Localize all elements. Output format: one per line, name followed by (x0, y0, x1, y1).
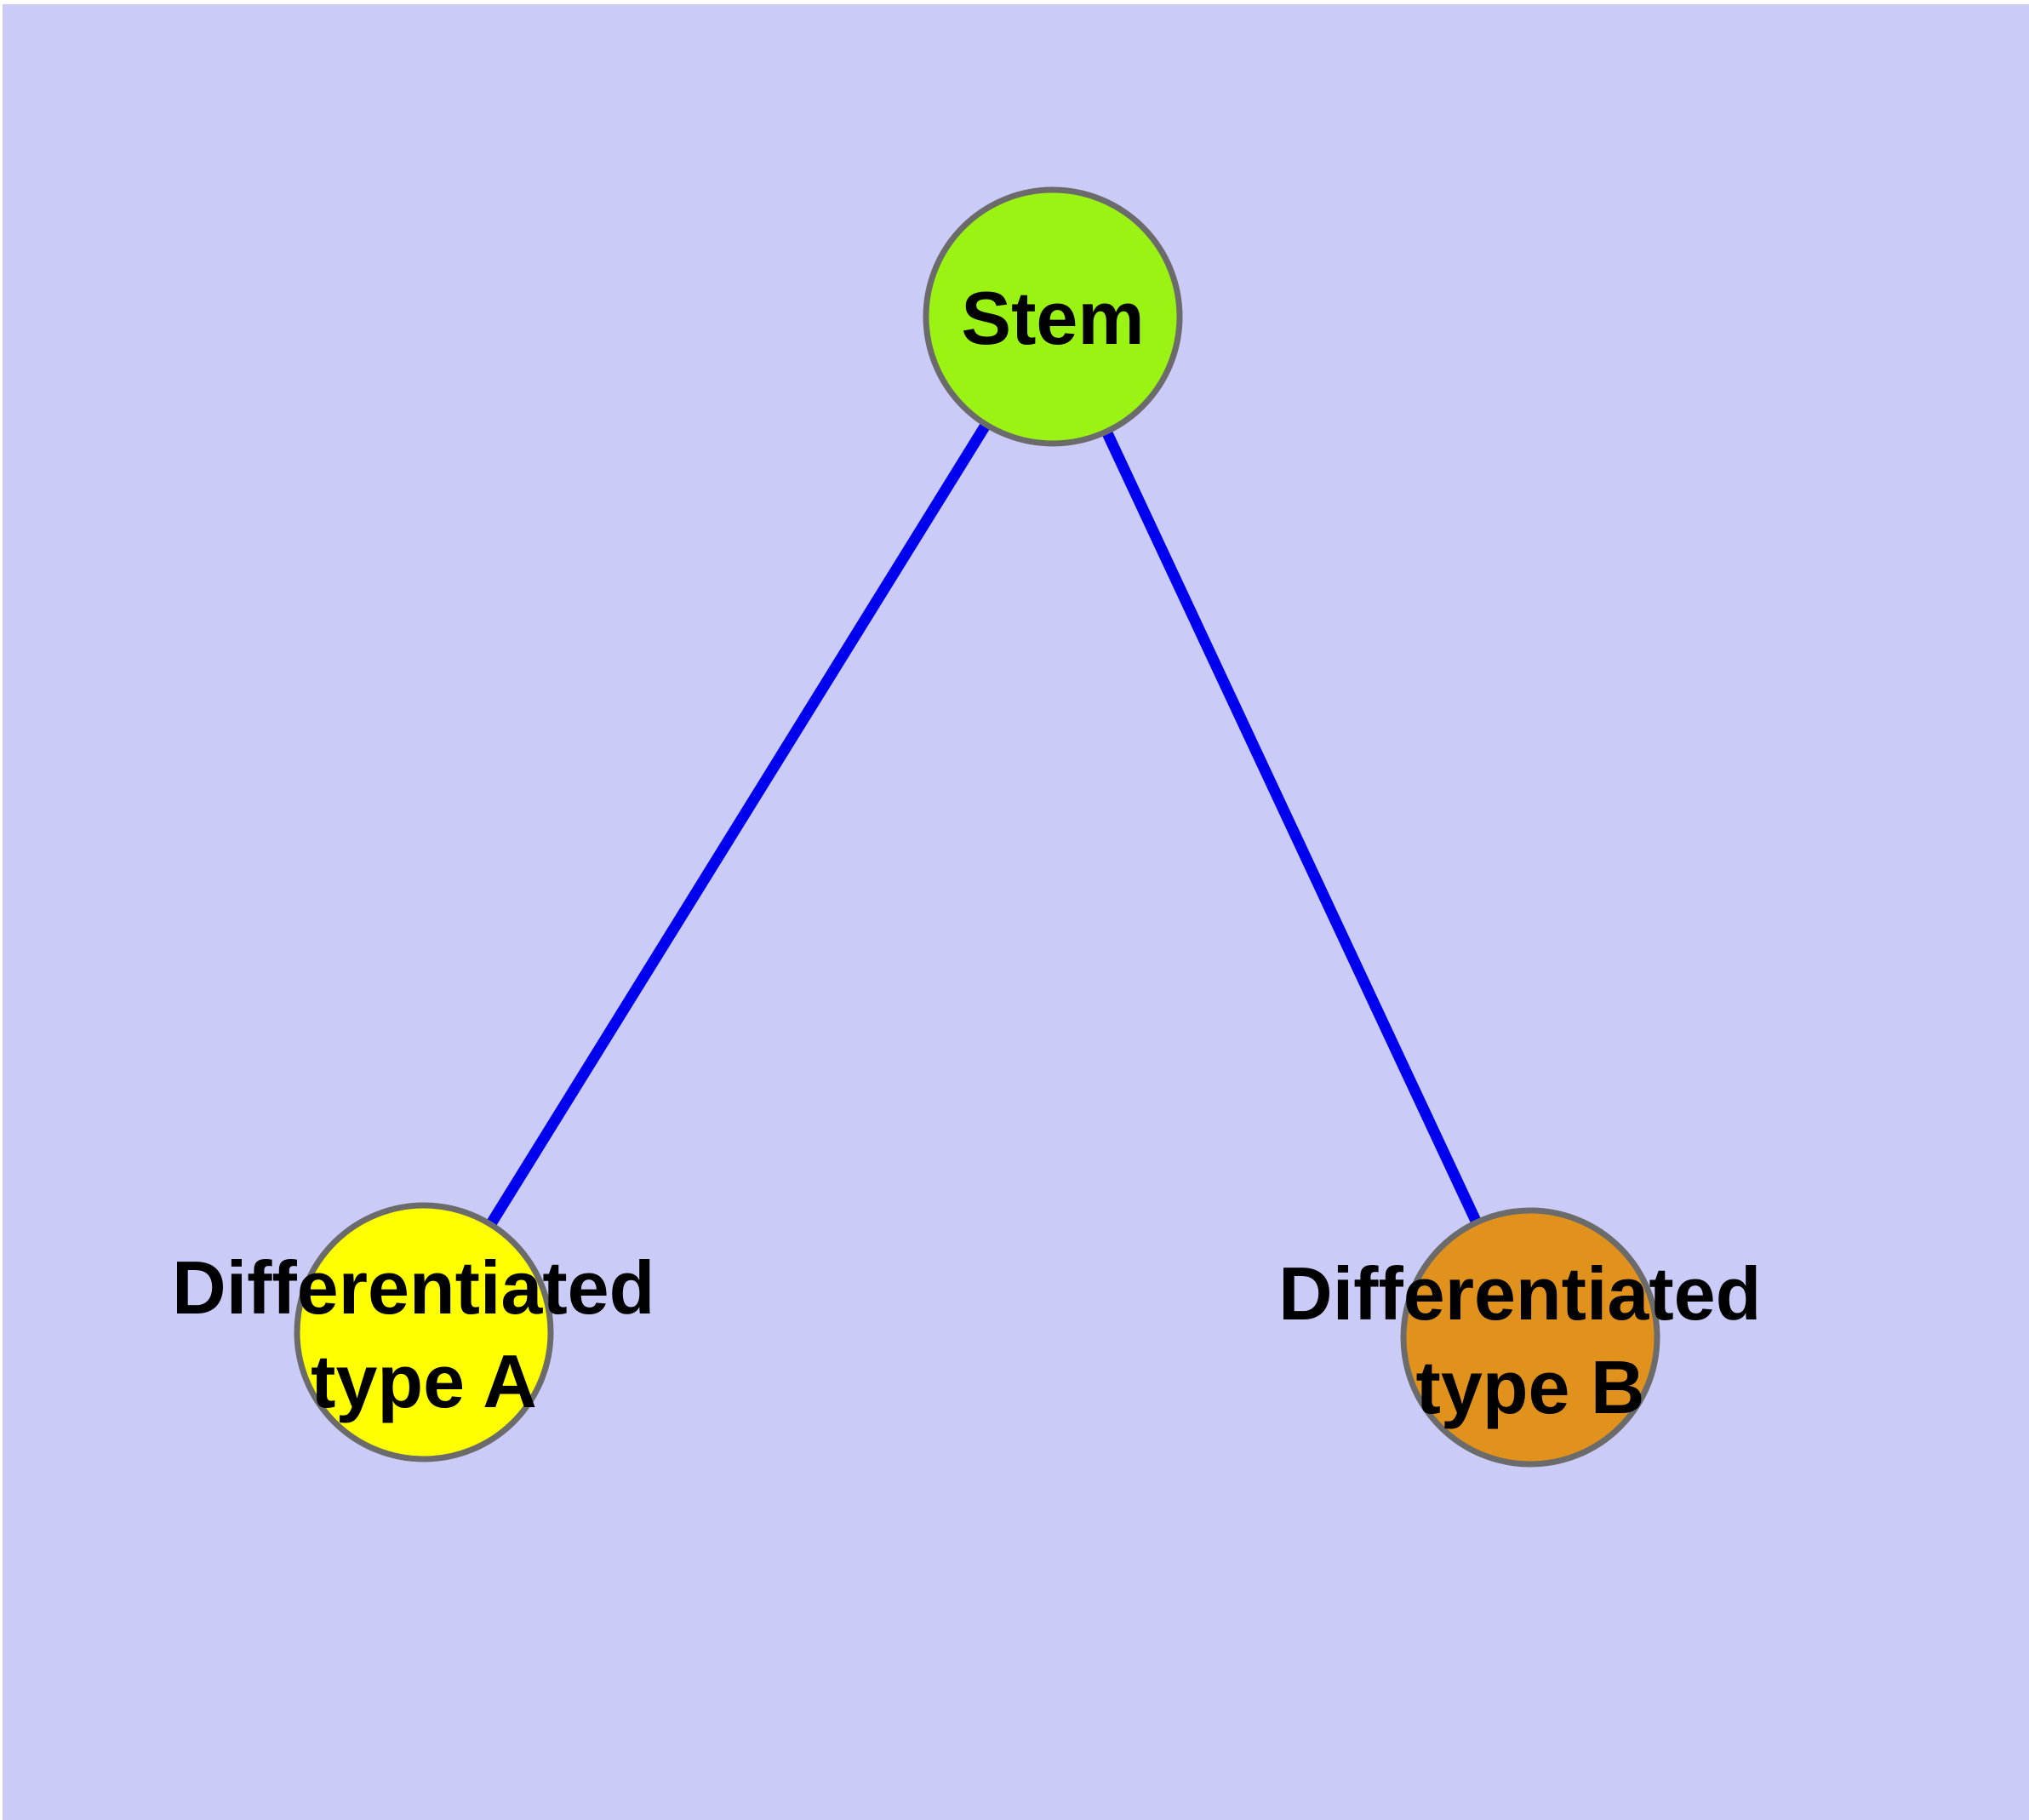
edge-stem-to-type-b (1048, 314, 1535, 1340)
node-differentiated-type-b-circle (1400, 1207, 1660, 1468)
node-stem-label: Stem (961, 276, 1144, 360)
node-differentiated-type-b-label-line2: type B (1416, 1345, 1645, 1429)
node-differentiated-type-b-label-line1: Differentiated (1278, 1251, 1761, 1336)
node-differentiated-type-a-label: Differentiated type A (172, 1245, 676, 1423)
node-differentiated-type-b-label: Differentiated type B (1278, 1251, 1782, 1429)
node-differentiated-type-a-label-line1: Differentiated (172, 1245, 654, 1330)
node-stem-label-line: Stem (961, 276, 1144, 360)
edge-stem-to-type-a (419, 313, 1058, 1336)
node-differentiated-type-a-circle (294, 1202, 554, 1462)
node-stem-circle (923, 186, 1183, 447)
node-differentiated-type-a-label-line2: type A (311, 1339, 537, 1423)
